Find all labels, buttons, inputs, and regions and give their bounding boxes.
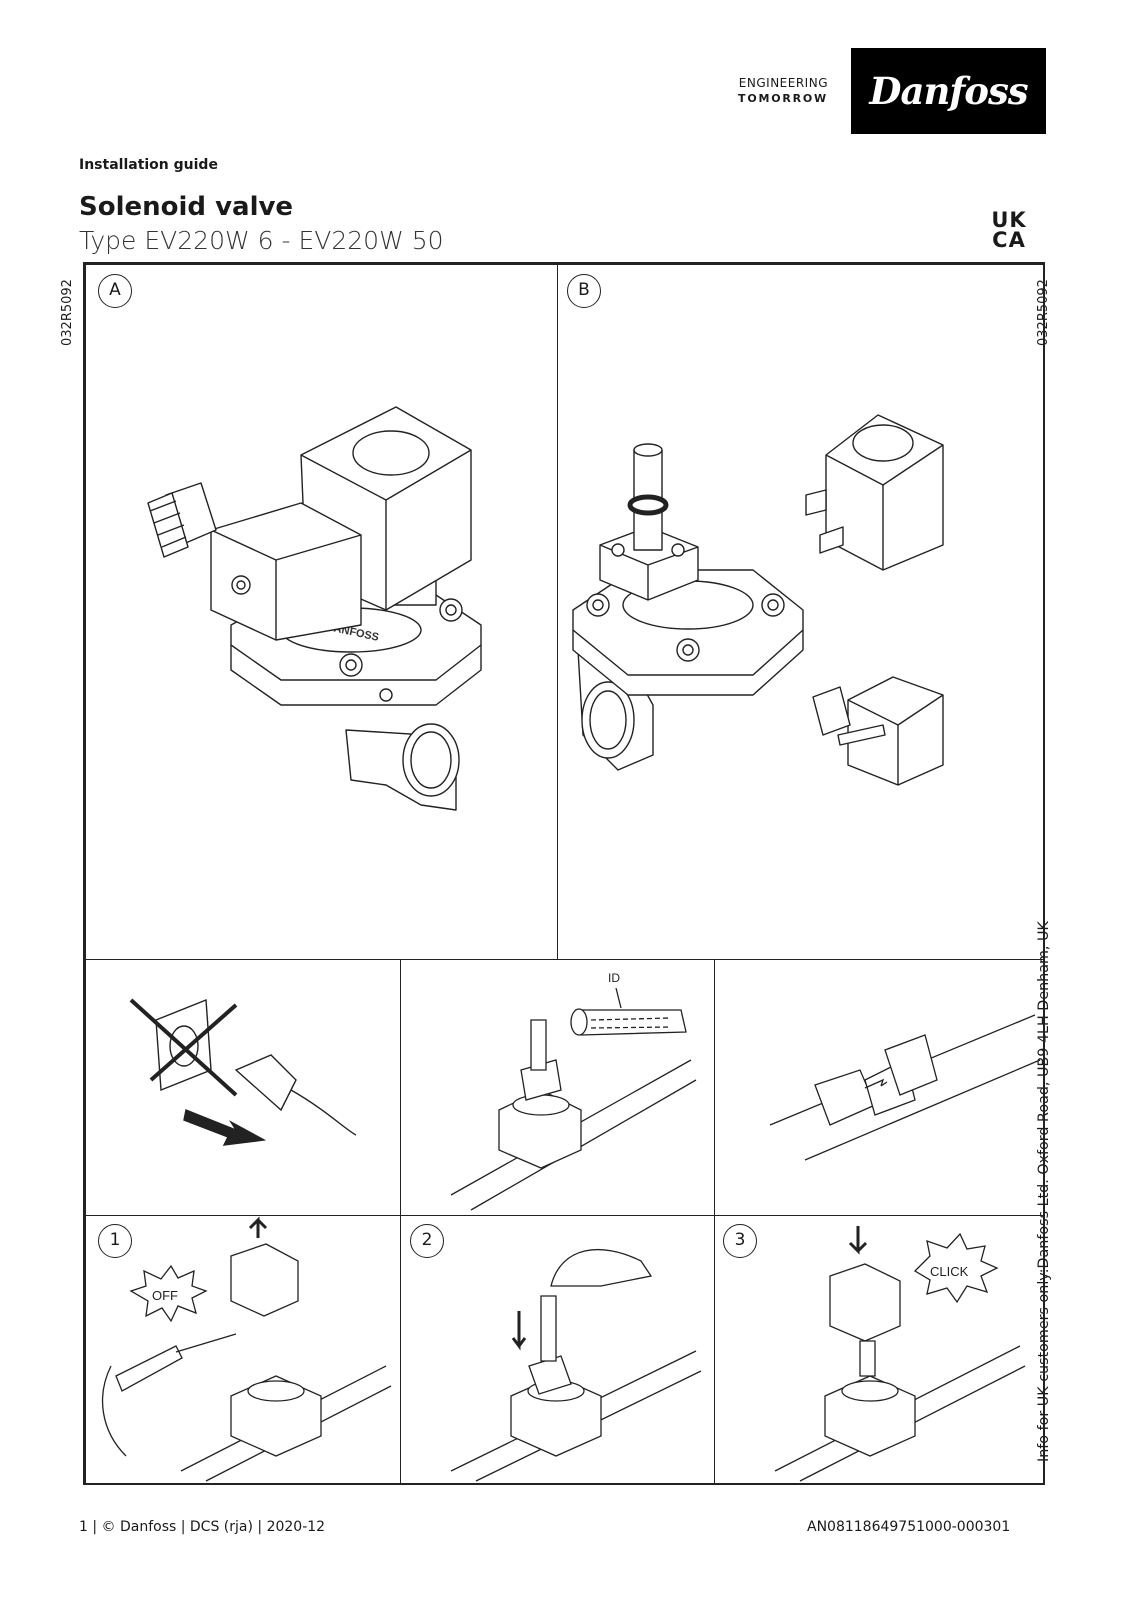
panel-step3: 3 CLICK bbox=[714, 1215, 1045, 1485]
panel-filter-id: ID bbox=[400, 959, 715, 1216]
footer-left: 1 | © Danfoss | DCS (rja) | 2020-12 bbox=[79, 1519, 326, 1535]
step3-label: 3 bbox=[723, 1224, 757, 1258]
brand-tagline: ENGINEERING TOMORROW bbox=[728, 76, 828, 106]
panel-unplug bbox=[85, 959, 401, 1216]
illustration-frame: A DANFOSS bbox=[83, 262, 1045, 1485]
step1-label: 1 bbox=[98, 1224, 132, 1258]
pipe-flow-illustration bbox=[769, 1014, 1041, 1161]
step2-label: 2 bbox=[410, 1224, 444, 1258]
disconnect-power-illustration bbox=[129, 998, 357, 1146]
page-title: Solenoid valve bbox=[79, 192, 294, 222]
id-label: ID bbox=[608, 971, 620, 985]
panel-pipe-flow bbox=[714, 959, 1045, 1216]
panel-step2: 2 bbox=[400, 1215, 715, 1485]
step2-illustration bbox=[450, 1249, 702, 1482]
step1-illustration: OFF bbox=[101, 1216, 392, 1482]
panel-b: B bbox=[557, 264, 1045, 960]
filter-id-illustration: ID bbox=[450, 971, 697, 1211]
click-label: CLICK bbox=[930, 1264, 969, 1279]
ukca-mark: UK CA bbox=[986, 208, 1032, 252]
step3-illustration: CLICK bbox=[774, 1226, 1026, 1482]
doc-type: Installation guide bbox=[79, 157, 218, 173]
danfoss-logo: Danfoss bbox=[851, 48, 1046, 134]
panel-step1: 1 OFF bbox=[85, 1215, 401, 1485]
ukca-bottom: CA bbox=[992, 228, 1026, 252]
doc-code-left: 032R5092 bbox=[60, 279, 75, 346]
panel-a: A DANFOSS bbox=[85, 264, 558, 960]
panel-b-label: B bbox=[567, 274, 601, 308]
ukca-top: UK bbox=[991, 208, 1027, 232]
assembled-valve-illustration: DANFOSS bbox=[147, 406, 482, 811]
panel-a-label: A bbox=[98, 274, 132, 308]
page-subtitle: Type EV220W 6 - EV220W 50 bbox=[79, 226, 444, 255]
tagline-line2: TOMORROW bbox=[738, 92, 828, 105]
footer-right: AN08118649751000-000301 bbox=[807, 1519, 1011, 1535]
exploded-valve-illustration bbox=[572, 414, 944, 786]
tagline-line1: ENGINEERING bbox=[738, 76, 828, 90]
logo-text: Danfoss bbox=[869, 69, 1028, 113]
off-label: OFF bbox=[152, 1288, 178, 1303]
